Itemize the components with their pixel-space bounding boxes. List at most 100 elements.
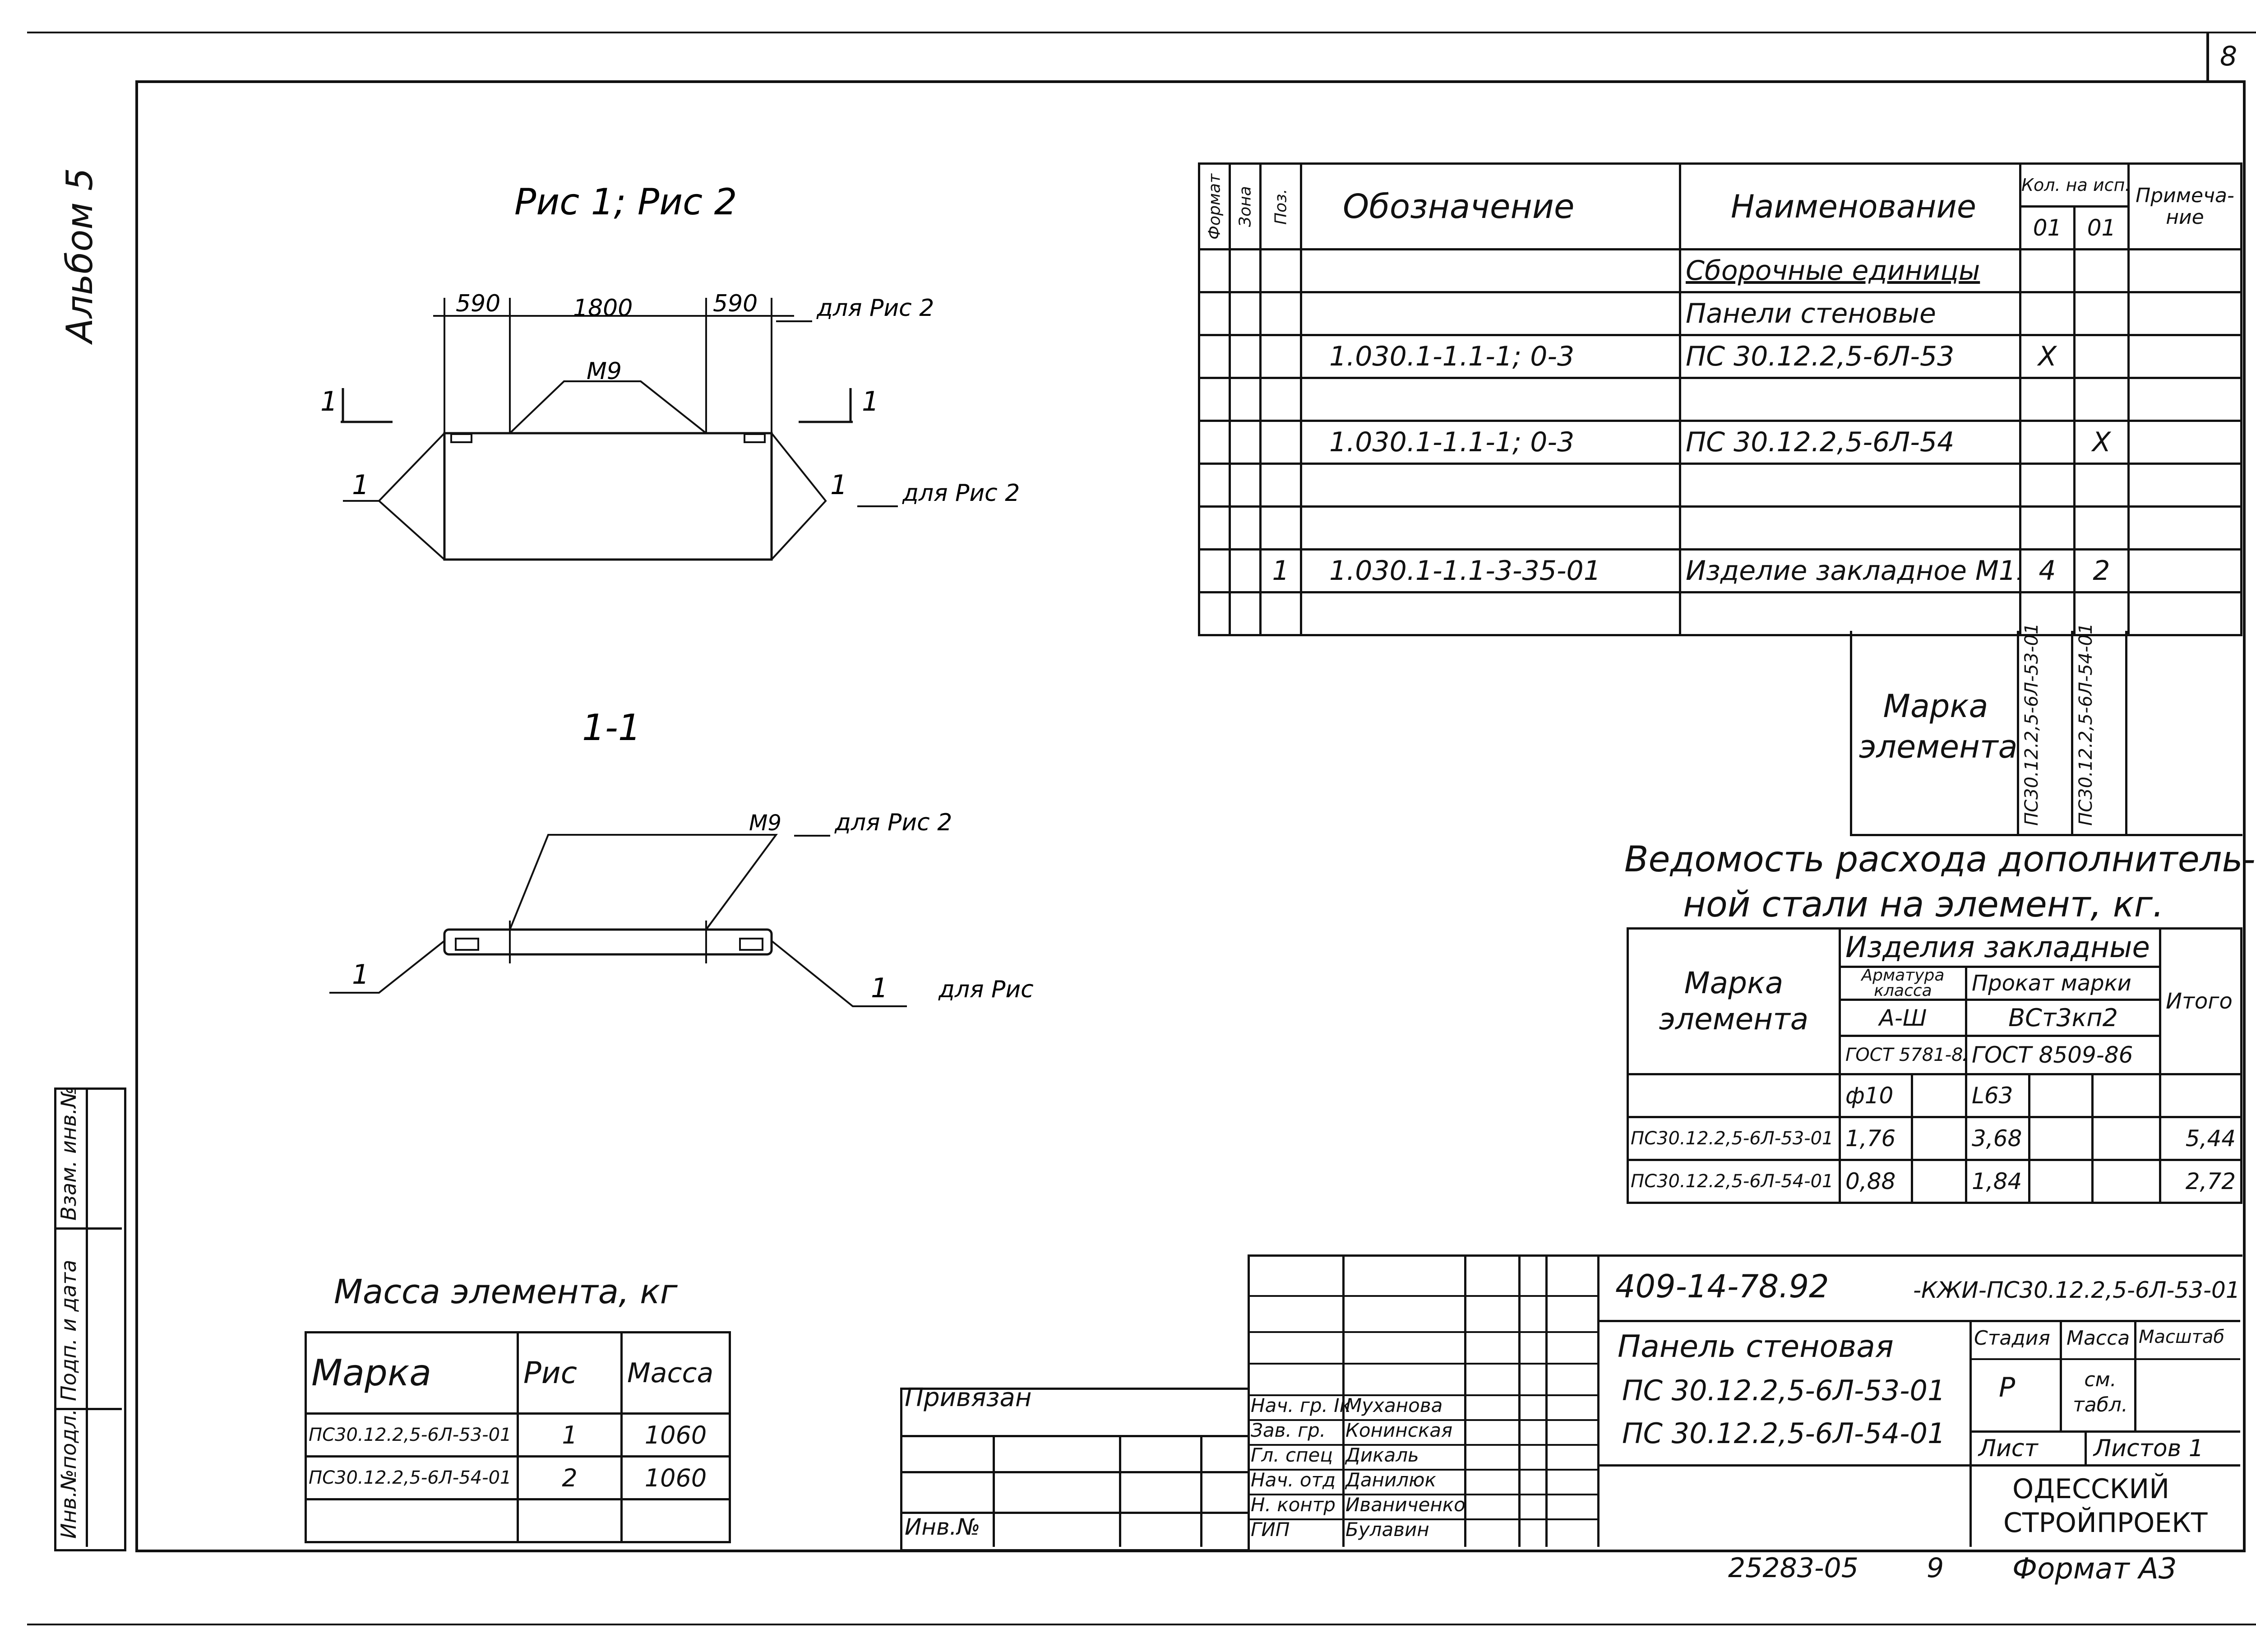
mass-empty-3 (620, 1498, 731, 1543)
binding-col-1 (993, 1435, 995, 1547)
section-title: 1-1 (582, 707, 641, 749)
mass-empty-2 (517, 1498, 623, 1543)
person-role: Гл. спец (1251, 1444, 1333, 1466)
steel-rolled-gost: ГОСТ 8509-86 (1965, 1035, 2162, 1075)
item-1-section-left-leader (329, 940, 445, 994)
panel-section (443, 928, 773, 956)
steel-hdr-rolled: Прокат марки (1965, 966, 2162, 1001)
section-plate-l (455, 938, 479, 951)
section-mark-right: 1 (862, 386, 879, 417)
spec-table: Формат Зона Поз. Обозначение Наименовани… (1198, 162, 2242, 636)
spec-note-cell (2127, 291, 2242, 336)
spec-q2-cell (2073, 248, 2130, 293)
mass-empty-1 (305, 1498, 519, 1543)
steel-rebar-class: А-Ш (1839, 999, 1967, 1037)
side-stamp-row-1 (54, 1227, 122, 1230)
revisions-grid (1248, 1254, 1600, 1547)
item-1-left: 1 (352, 469, 369, 501)
figure-title: Рис 1; Рис 2 (514, 181, 737, 223)
person-name: Булавин (1345, 1518, 1429, 1541)
item-1-right: 1 (830, 469, 847, 501)
sheets-divider (2085, 1430, 2087, 1466)
spec-designation-cell: 1.030.1-1.1-1; 0-3 (1300, 334, 1681, 379)
spec-designation-cell (1300, 248, 1681, 293)
mass-fig-cell: 2 (517, 1455, 623, 1500)
spec-format-cell (1198, 505, 1231, 551)
embed-leader-section (509, 834, 778, 930)
steel-rebar-gost: ГОСТ 5781-82 (1839, 1035, 1967, 1075)
steel-empty-cell (1911, 1116, 1967, 1161)
spec-note-cell (2127, 548, 2242, 593)
title-area-divider (1600, 1464, 1969, 1467)
spec-q2-cell: X (2073, 420, 2130, 465)
item-1-section-left: 1 (352, 959, 369, 990)
steel-l63-cell: 3,68 (1965, 1116, 2030, 1161)
sheet-number: 8 (2220, 41, 2238, 72)
spec-name-cell (1679, 591, 2021, 636)
side-stamp-divider (86, 1087, 88, 1547)
spec-q2-cell: 2 (2073, 548, 2130, 593)
spec-q1-cell: X (2019, 334, 2076, 379)
side-stamp-inv: Инв.№подл. (56, 1408, 81, 1539)
spec-pos-cell (1259, 291, 1302, 336)
spec-zone-cell (1229, 291, 1262, 336)
hdr-designation: Обозначение (1300, 162, 1681, 250)
spec-q1-cell (2019, 505, 2076, 551)
spec-q1-cell (2019, 377, 2076, 422)
steel-blank-4 (2091, 1073, 2162, 1118)
steel-hdr-rebar: Арматура класса (1839, 966, 1967, 1001)
spec-mark-divider-1 (2017, 631, 2019, 834)
steel-empty-cell (2091, 1159, 2162, 1204)
panel-drawings: Рис 1; Рис 2 590 1800 590 для Рис 2 М9 1… (320, 181, 1038, 1007)
binding-block (900, 1388, 1250, 1551)
binding-row-1 (900, 1435, 1248, 1437)
stage-col-2 (2060, 1320, 2062, 1430)
embed-leader-top (509, 380, 707, 434)
org-name-2: СТРОЙПРОЕКТ (2003, 1507, 2208, 1539)
mass-value-cell: 1060 (620, 1455, 731, 1500)
mass-hdr-fig: Рис (517, 1331, 623, 1415)
dim-right: 590 (713, 290, 758, 317)
spec-note-cell (2127, 248, 2242, 293)
steel-title-1: Ведомость расхода дополнитель- (1624, 839, 2256, 880)
spec-format-cell (1198, 291, 1231, 336)
spec-mark-box (1850, 631, 2242, 836)
person-role: Зав. гр. (1251, 1419, 1326, 1441)
mass-label: Масса (2066, 1327, 2130, 1350)
note-fig2-mid: для Рис 2 (902, 480, 1020, 507)
mass-fig-cell: 1 (517, 1412, 623, 1458)
hdr-pos: Поз. (1260, 163, 1301, 250)
spec-q1-cell (2019, 591, 2076, 636)
spec-zone-cell (1229, 548, 1262, 593)
sheets-label: Листов 1 (2094, 1435, 2204, 1462)
steel-total-cell: 5,44 (2159, 1116, 2243, 1161)
binding-row-2 (900, 1471, 1248, 1473)
spec-name-cell: ПС 30.12.2,5-6Л-53 (1679, 334, 2021, 379)
steel-hdr-embedded: Изделия закладные (1838, 927, 2162, 968)
panel-plan (443, 432, 773, 561)
hdr-note: Примеча- ние (2127, 162, 2242, 250)
spec-q2-cell (2073, 291, 2130, 336)
spec-designation-cell (1300, 463, 1681, 508)
note-fig2-section-r: для Рис 2 (938, 976, 1038, 1003)
steel-col-d10: ф10 (1839, 1073, 1913, 1118)
spec-q2-cell (2073, 334, 2130, 379)
mass-value: см. табл. (2073, 1368, 2128, 1416)
spec-name-cell (1679, 463, 2021, 508)
steel-empty-cell (2028, 1159, 2094, 1204)
mass-mark-cell: ПС30.12.2,5-6Л-54-01 (305, 1455, 519, 1500)
item-1-section-right-leader (771, 940, 907, 1007)
binding-label: Привязан (905, 1383, 1032, 1412)
side-stamp-replace: Взам. инв.№ (56, 1086, 81, 1221)
binding-inv-label: Инв.№ (905, 1514, 980, 1540)
spec-name-cell: Сборочные единицы (1679, 248, 2021, 293)
spec-pos-cell (1259, 248, 1302, 293)
note-fig2-top: для Рис 2 (816, 295, 934, 322)
note-fig2-section: для Рис 2 (834, 809, 952, 836)
steel-table: Марка элемента Изделия закладные Итого А… (1627, 927, 2243, 1204)
person-name: Данилюк (1345, 1469, 1436, 1491)
